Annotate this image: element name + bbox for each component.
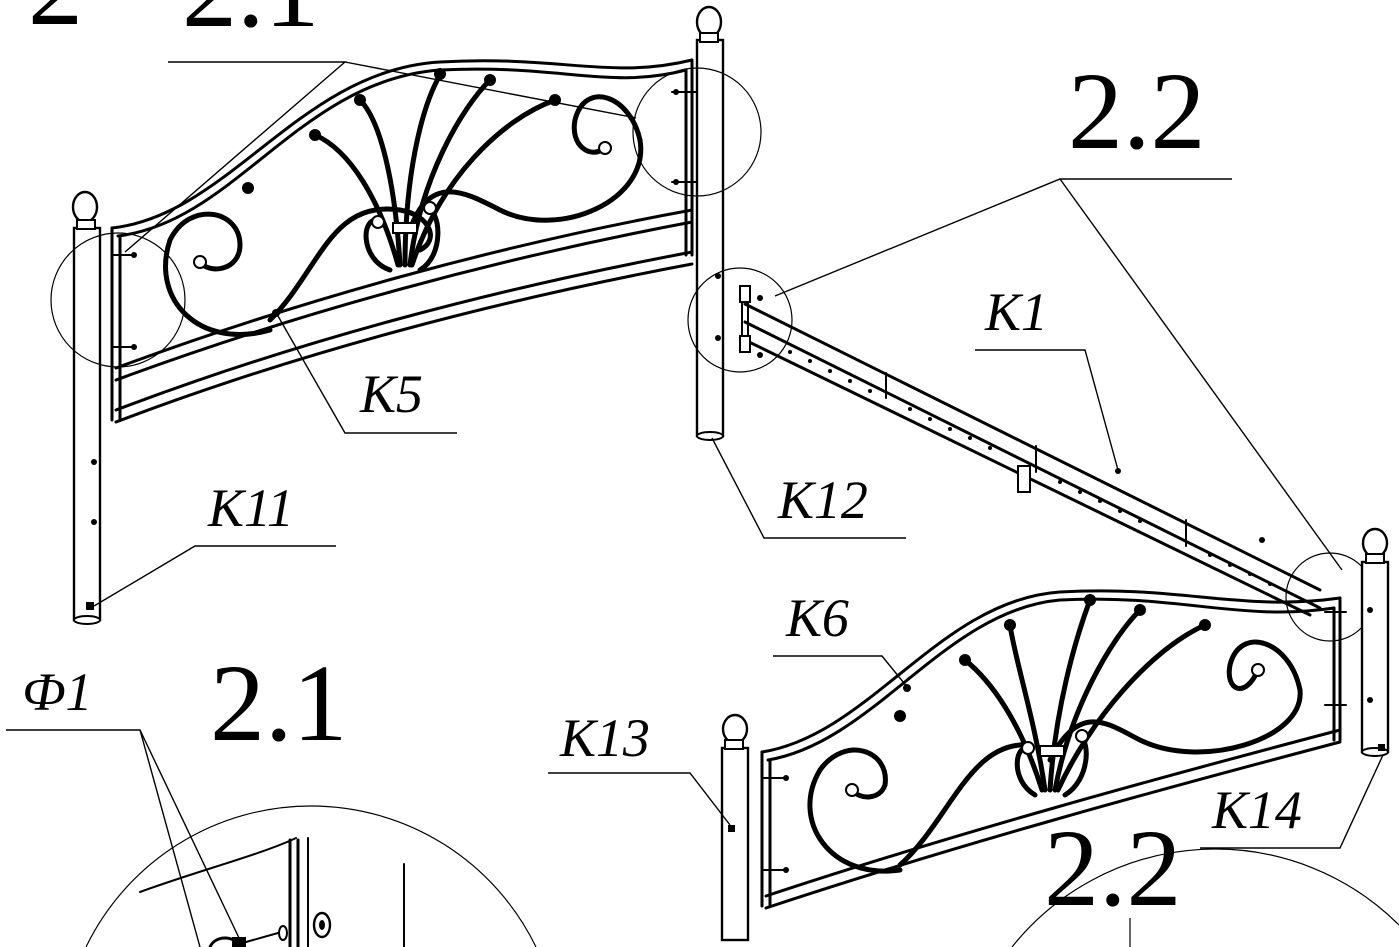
footboard-right-post [1360,527,1390,757]
detail-label-2-1-mid: 2.1 [210,642,348,764]
detail-label-2: 2 [28,0,83,48]
part-label-k14: К14 [1211,780,1302,840]
part-label-k6: К6 [785,588,849,648]
detail-2-2-view [1011,848,1399,947]
footboard [720,527,1390,942]
part-label-k13: К13 [559,708,650,768]
detail-circle-2-1-left [50,232,186,368]
leader-k11 [93,545,336,607]
leader-k1 [975,349,1119,471]
leader-k14 [1200,754,1384,849]
detail-circle-2-1-right [632,67,762,197]
leader-2-2-right [1059,178,1343,571]
leader-f1-a [6,729,201,947]
leader-k13 [548,772,731,826]
detail-label-2-2-top: 2.2 [1068,50,1206,172]
leader-k5 [277,315,457,434]
part-label-k1: К1 [984,282,1048,342]
leader-lines [6,61,1384,947]
rail-perforations [788,350,1272,586]
part-label-f1: Ф1 [22,662,92,722]
part-label-k5: К5 [359,364,423,424]
leader-2-1-left [124,61,347,253]
part-label-k12: К12 [777,470,868,530]
headboard-left-post [71,190,102,625]
footboard-left-post [720,713,750,942]
part-label-k11: К11 [207,478,294,538]
labels: 2 2.1 2.2 2.1 2.2 К1 К5 К6 К11 К12 К13 К… [22,0,1302,929]
leader-k6 [773,655,909,689]
leader-f1-b [139,729,241,941]
leader-2-1-right [344,61,637,119]
detail-label-2-1-top: 2.1 [182,0,320,50]
leader-k12 [711,437,906,539]
side-rail [687,267,1375,642]
headboard-right-post [695,5,725,441]
leader-2-2-left [774,178,1232,297]
headboard [50,5,762,625]
detail-2-1-view [85,805,537,947]
detail-label-2-2-bottom: 2.2 [1044,807,1182,929]
detail-circle-2-2-top [687,267,793,373]
